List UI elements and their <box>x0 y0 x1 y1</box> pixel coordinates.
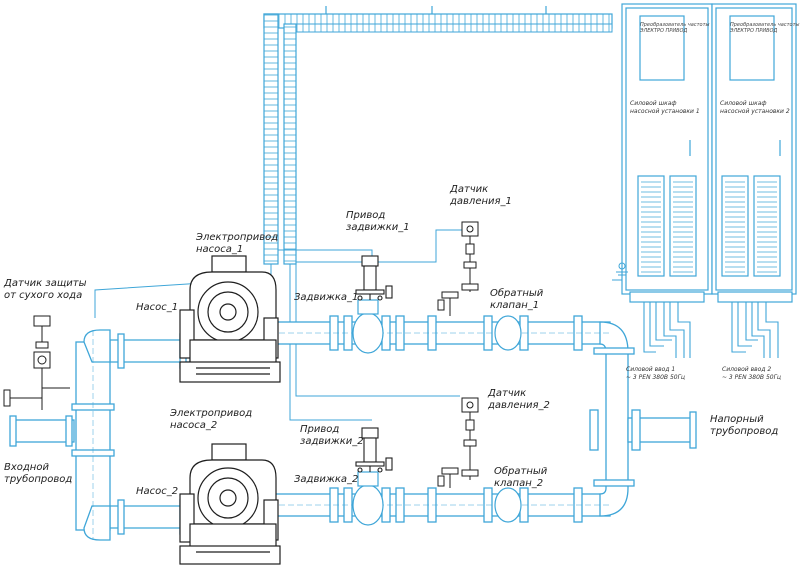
pressure-sensor-1 <box>437 221 479 316</box>
valve-actuator-1 <box>355 255 393 301</box>
valve-actuator-2 <box>355 427 393 473</box>
ground-symbol <box>616 262 628 276</box>
label-valve-2: Задвижка_2 <box>294 474 359 485</box>
pump-unit-2 <box>179 443 281 565</box>
cable-tray <box>263 6 613 265</box>
power-input-cables-2 <box>731 302 779 358</box>
label-valve-1: Задвижка_1 <box>294 292 359 303</box>
check-valve-1 <box>494 315 522 351</box>
label-pump-2: Насос_2 <box>136 486 179 497</box>
check-valve-2 <box>494 487 522 523</box>
power-input-cables-1 <box>643 302 691 358</box>
cabinet-1-power-input: Силовой ввод 1~ 3 PEN 380В 50Гц <box>626 366 686 381</box>
power-cabinet-2 <box>711 3 797 303</box>
gate-valve-1 <box>352 299 384 354</box>
cabinet-vents <box>641 181 777 273</box>
label-pump-1: Насос_1 <box>136 302 179 313</box>
pressure-sensor-2 <box>437 397 479 488</box>
cabinet-2-power-input: Силовой ввод 2~ 3 PEN 380В 50Гц <box>722 366 782 381</box>
power-cabinet-1 <box>621 3 713 303</box>
dry-run-sensor <box>3 315 70 410</box>
gate-valve-2 <box>352 471 384 526</box>
pump-unit-1 <box>179 255 281 383</box>
